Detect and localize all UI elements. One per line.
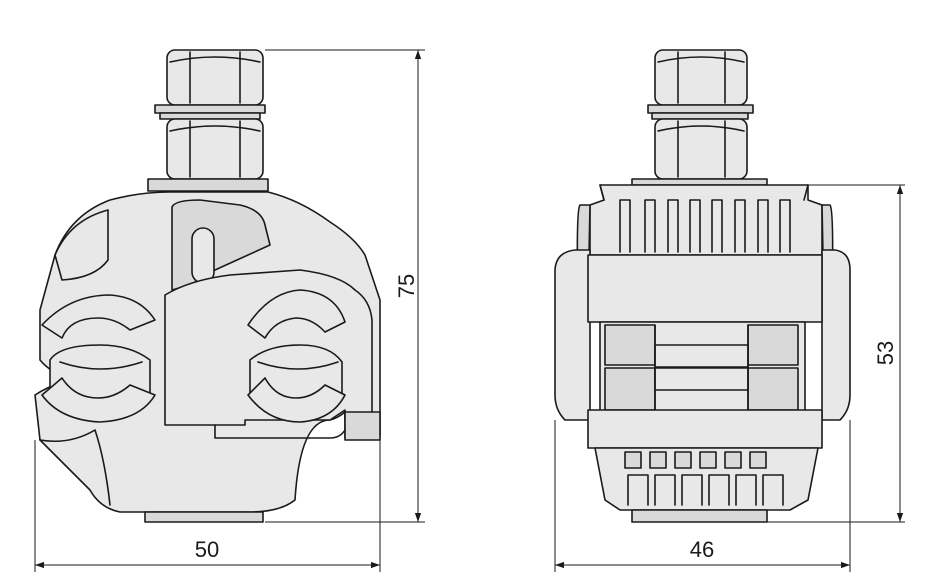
- right-conductor-jaw: [247, 289, 346, 423]
- dimension-label-75: 75: [394, 274, 419, 298]
- top-plate: [147, 178, 269, 192]
- bottom-windows: [624, 451, 784, 506]
- dimension-label-53: 53: [873, 341, 898, 365]
- washer: [154, 104, 266, 120]
- left-conductor-jaw: [41, 294, 156, 423]
- dimension-label-50: 50: [195, 537, 219, 562]
- middle-band: [587, 254, 823, 323]
- bottom-plate: [144, 511, 264, 523]
- side-view-clamp: [554, 49, 851, 523]
- top-hex-nut: [166, 49, 264, 106]
- lower-band: [587, 409, 823, 449]
- dimension-width-right: [554, 420, 851, 572]
- front-view-clamp: [34, 49, 381, 523]
- dimension-height-left: [265, 49, 425, 523]
- dimension-label-46: 46: [690, 537, 714, 562]
- top-ribs: [619, 199, 791, 253]
- dimension-height-right: [767, 184, 905, 523]
- lower-hex-nut: [166, 118, 264, 180]
- dimension-width-left: [34, 440, 381, 572]
